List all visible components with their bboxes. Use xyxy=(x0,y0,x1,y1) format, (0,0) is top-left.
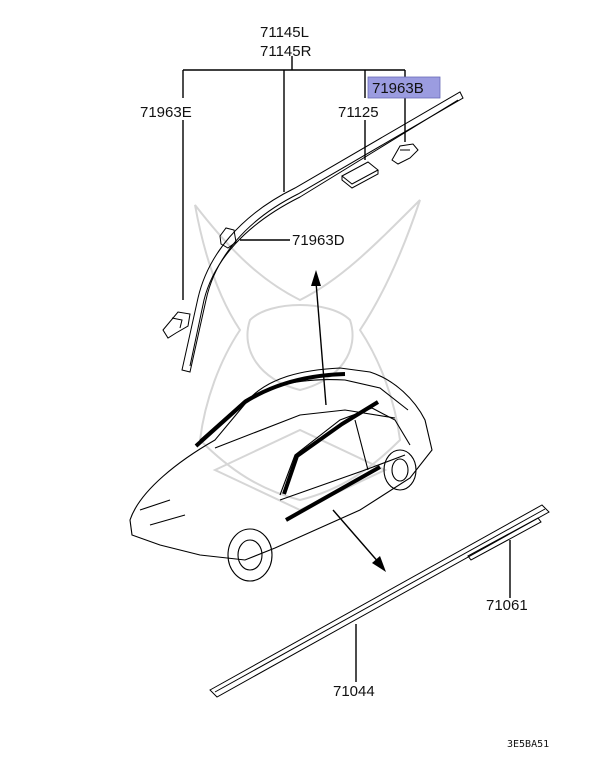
block-71125 xyxy=(341,161,379,189)
label-71125: 71125 xyxy=(338,104,379,121)
clip-71963B xyxy=(391,143,419,165)
arrows xyxy=(311,270,386,572)
label-71044: 71044 xyxy=(333,683,375,700)
label-71145L: 71145L xyxy=(260,24,309,41)
label-71963B: 71963B xyxy=(372,80,424,97)
roof-drip-moulding xyxy=(181,91,464,373)
label-71963E: 71963E xyxy=(140,104,192,121)
diagram-code: 3E5BA51 xyxy=(507,739,549,750)
label-71061: 71061 xyxy=(486,597,528,614)
label-71145R: 71145R xyxy=(260,43,312,60)
clip-71963D xyxy=(219,227,237,249)
clip-71963E xyxy=(162,311,191,339)
highlight-box xyxy=(367,76,441,99)
car-illustration xyxy=(129,367,433,582)
side-sill-moulding xyxy=(209,504,550,698)
label-71963D: 71963D xyxy=(292,232,345,249)
